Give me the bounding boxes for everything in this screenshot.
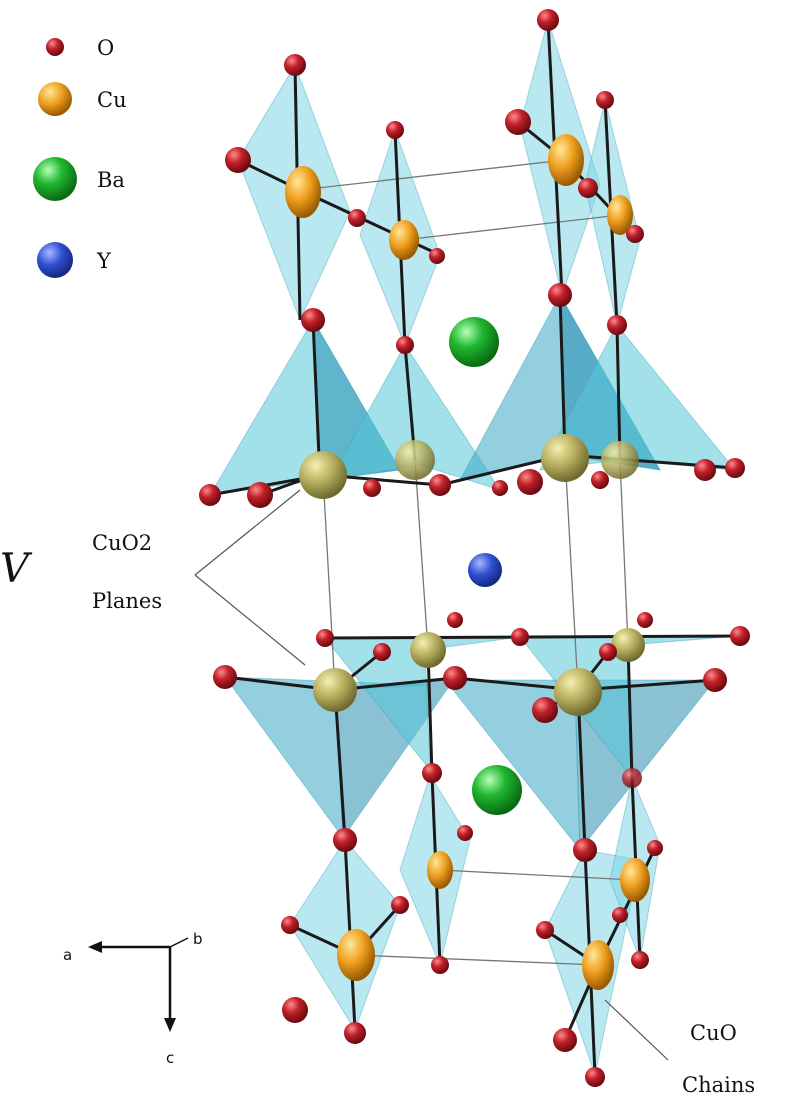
oxygen-atom xyxy=(537,9,559,31)
axis-b-label: b xyxy=(193,930,203,948)
oxygen-atom xyxy=(553,1028,577,1052)
oxygen-atom xyxy=(631,951,649,969)
oxygen-atom xyxy=(429,474,451,496)
cuo2-planes-label-line2: Planes xyxy=(92,589,162,613)
oxygen-atom xyxy=(573,838,597,862)
copper-atom xyxy=(389,220,419,260)
copper-atom xyxy=(285,166,321,218)
legend-yttrium-swatch xyxy=(37,242,73,278)
oxygen-atom xyxy=(333,828,357,852)
unit-cell-edges xyxy=(299,159,636,966)
oxygen-atom xyxy=(391,896,409,914)
oxygen-atom xyxy=(284,54,306,76)
oxygen-atom xyxy=(316,629,334,647)
oxygen-atom xyxy=(225,147,251,173)
oxygen-atom xyxy=(585,1067,605,1087)
copper-atom xyxy=(337,929,375,981)
cuo-chains-label-line1: CuO xyxy=(690,1021,737,1045)
oxygen-atom xyxy=(443,666,467,690)
oxygen-atom xyxy=(612,907,628,923)
copper-atom-plane xyxy=(395,440,435,480)
oxygen-atom xyxy=(492,480,508,496)
oxygen-atom xyxy=(626,225,644,243)
oxygen-atom xyxy=(548,283,572,307)
legend-barium-swatch xyxy=(33,157,77,201)
legend-copper-label: Cu xyxy=(97,88,127,112)
axis-indicator xyxy=(88,937,189,1032)
yttrium-atom xyxy=(468,553,502,587)
oxygen-atom xyxy=(447,612,463,628)
copper-atom-plane xyxy=(601,441,639,479)
oxygen-atom xyxy=(431,956,449,974)
oxygen-atom xyxy=(591,471,609,489)
barium-atom xyxy=(472,765,522,815)
oxygen-atom xyxy=(596,91,614,109)
oxygen-atom xyxy=(281,916,299,934)
cation-atoms xyxy=(449,317,522,815)
copper-atom xyxy=(607,195,633,235)
legend-oxygen-swatch xyxy=(46,38,64,56)
copper-atom-plane xyxy=(313,668,357,712)
oxygen-atoms xyxy=(199,9,750,1087)
oxygen-atom xyxy=(301,308,325,332)
cuo2-planes-label-line1: CuO2 xyxy=(92,531,152,555)
oxygen-atom xyxy=(386,121,404,139)
copper-atom-plane xyxy=(554,668,602,716)
oxygen-atom xyxy=(363,479,381,497)
oxygen-atom xyxy=(536,921,554,939)
oxygen-atom xyxy=(213,665,237,689)
annotation-pointers xyxy=(194,489,669,1061)
oxygen-atom xyxy=(647,840,663,856)
oxygen-atom xyxy=(344,1022,366,1044)
oxygen-atom xyxy=(505,109,531,135)
legend-oxygen-label: O xyxy=(97,36,114,60)
oxygen-atom xyxy=(637,612,653,628)
oxygen-atom xyxy=(282,997,308,1023)
oxygen-atom xyxy=(703,668,727,692)
copper-atom xyxy=(427,851,453,889)
copper-atom xyxy=(548,134,584,186)
axis-a-label: a xyxy=(63,946,72,964)
oxygen-atom xyxy=(511,628,529,646)
oxygen-atom xyxy=(247,482,273,508)
oxygen-atom xyxy=(599,643,617,661)
copper-atom-plane xyxy=(299,451,347,499)
copper-atom xyxy=(582,940,614,990)
copper-atom-plane xyxy=(410,632,446,668)
barium-atom xyxy=(449,317,499,367)
cuo-chains-label-line2: Chains xyxy=(682,1073,755,1097)
oxygen-atom xyxy=(730,626,750,646)
oxygen-atom xyxy=(422,763,442,783)
axis-c-label: c xyxy=(166,1049,174,1067)
oxygen-atom xyxy=(578,178,598,198)
oxygen-atom xyxy=(373,643,391,661)
oxygen-atom xyxy=(607,315,627,335)
edge-glyph: V xyxy=(0,546,33,592)
copper-atom-plane xyxy=(541,434,589,482)
oxygen-atom xyxy=(429,248,445,264)
oxygen-atom xyxy=(457,825,473,841)
oxygen-atom xyxy=(694,459,716,481)
oxygen-atom xyxy=(622,768,642,788)
legend: O Cu Ba Y xyxy=(33,36,127,278)
oxygen-atom xyxy=(396,336,414,354)
oxygen-atom xyxy=(199,484,221,506)
copper-atom-plane xyxy=(611,628,645,662)
oxygen-atom xyxy=(532,697,558,723)
copper-atoms xyxy=(285,134,650,990)
legend-copper-swatch xyxy=(38,82,72,116)
oxygen-atom xyxy=(725,458,745,478)
copper-atom xyxy=(620,858,650,902)
oxygen-atom xyxy=(517,469,543,495)
legend-yttrium-label: Y xyxy=(96,249,112,273)
legend-barium-label: Ba xyxy=(97,168,125,192)
oxygen-atom xyxy=(348,209,366,227)
